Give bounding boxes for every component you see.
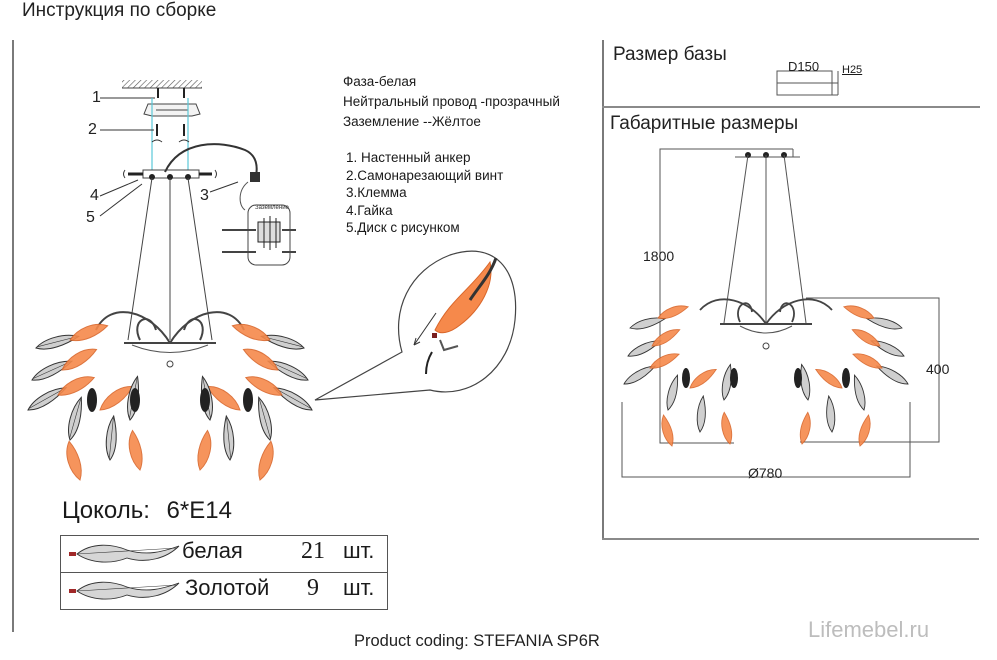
callout-1: 1 bbox=[92, 89, 101, 106]
wiring-phase: Фаза-белая bbox=[343, 74, 417, 89]
left-frame-line bbox=[12, 40, 14, 632]
callout-4: 4 bbox=[90, 187, 99, 204]
page-title: Инструкция по сборке bbox=[22, 0, 217, 21]
overall-dimensions-drawing bbox=[621, 148, 940, 478]
legend-unit: шт. bbox=[343, 575, 375, 600]
socket-value: 6*E14 bbox=[166, 497, 232, 524]
base-size-title: Размер базы bbox=[613, 44, 727, 65]
dim-total-height: 1800 bbox=[643, 248, 675, 264]
leaf-icon bbox=[69, 581, 180, 600]
callout-3: 3 bbox=[200, 187, 209, 204]
dim-body-height: 400 bbox=[926, 361, 950, 377]
legend-name: белая bbox=[182, 538, 243, 563]
leaf-icon bbox=[69, 544, 180, 563]
wiring-ground: Заземление --Жёлтое bbox=[343, 114, 481, 129]
socket-spec: Цоколь: 6*E14 bbox=[62, 497, 232, 525]
legend-count: 9 bbox=[307, 575, 319, 601]
base-size-drawing bbox=[776, 70, 839, 96]
section-divider-horizontal bbox=[602, 106, 980, 108]
parts-list: 1. Настенный анкер 2.Самонарезающий винт… bbox=[346, 149, 503, 237]
callout-5: 5 bbox=[86, 209, 95, 226]
watermark: Lifemebel.ru bbox=[808, 617, 930, 642]
parts-item: 1. Настенный анкер bbox=[346, 150, 471, 165]
section-divider-vertical bbox=[602, 40, 604, 540]
leaf-legend-table: белая 21 шт. Золотой 9 шт. bbox=[60, 535, 388, 610]
legend-count: 21 bbox=[301, 538, 325, 564]
socket-label: Цоколь: bbox=[62, 497, 150, 524]
terminal-inset-title: Заземление bbox=[255, 205, 289, 211]
ceiling-hatch bbox=[122, 80, 202, 88]
parts-item: 5.Диск с рисунком bbox=[346, 220, 460, 235]
wiring-neutral: Нейтральный провод -прозрачный bbox=[343, 94, 560, 109]
legend-row: белая 21 шт. bbox=[61, 536, 387, 572]
detail-bubble bbox=[314, 250, 517, 401]
parts-item: 2.Самонарезающий винт bbox=[346, 167, 504, 183]
base-height: H25 bbox=[842, 64, 863, 76]
section-bottom-line bbox=[602, 538, 979, 540]
product-coding: Product coding: STEFANIA SP6R bbox=[354, 632, 600, 650]
base-diameter: D150 bbox=[788, 59, 820, 74]
parts-item: 3.Клемма bbox=[346, 185, 407, 200]
parts-item: 4.Гайка bbox=[346, 202, 393, 218]
dim-diameter: Ø780 bbox=[748, 465, 783, 481]
wiring-legend: Фаза-белая Нейтральный провод -прозрачны… bbox=[343, 72, 560, 132]
callout-2: 2 bbox=[88, 121, 97, 138]
legend-name: Золотой bbox=[185, 575, 270, 600]
assembly-diagram bbox=[24, 80, 517, 483]
legend-unit: шт. bbox=[343, 538, 375, 563]
legend-row: Золотой 9 шт. bbox=[61, 572, 387, 609]
overall-size-title: Габаритные размеры bbox=[610, 113, 799, 134]
